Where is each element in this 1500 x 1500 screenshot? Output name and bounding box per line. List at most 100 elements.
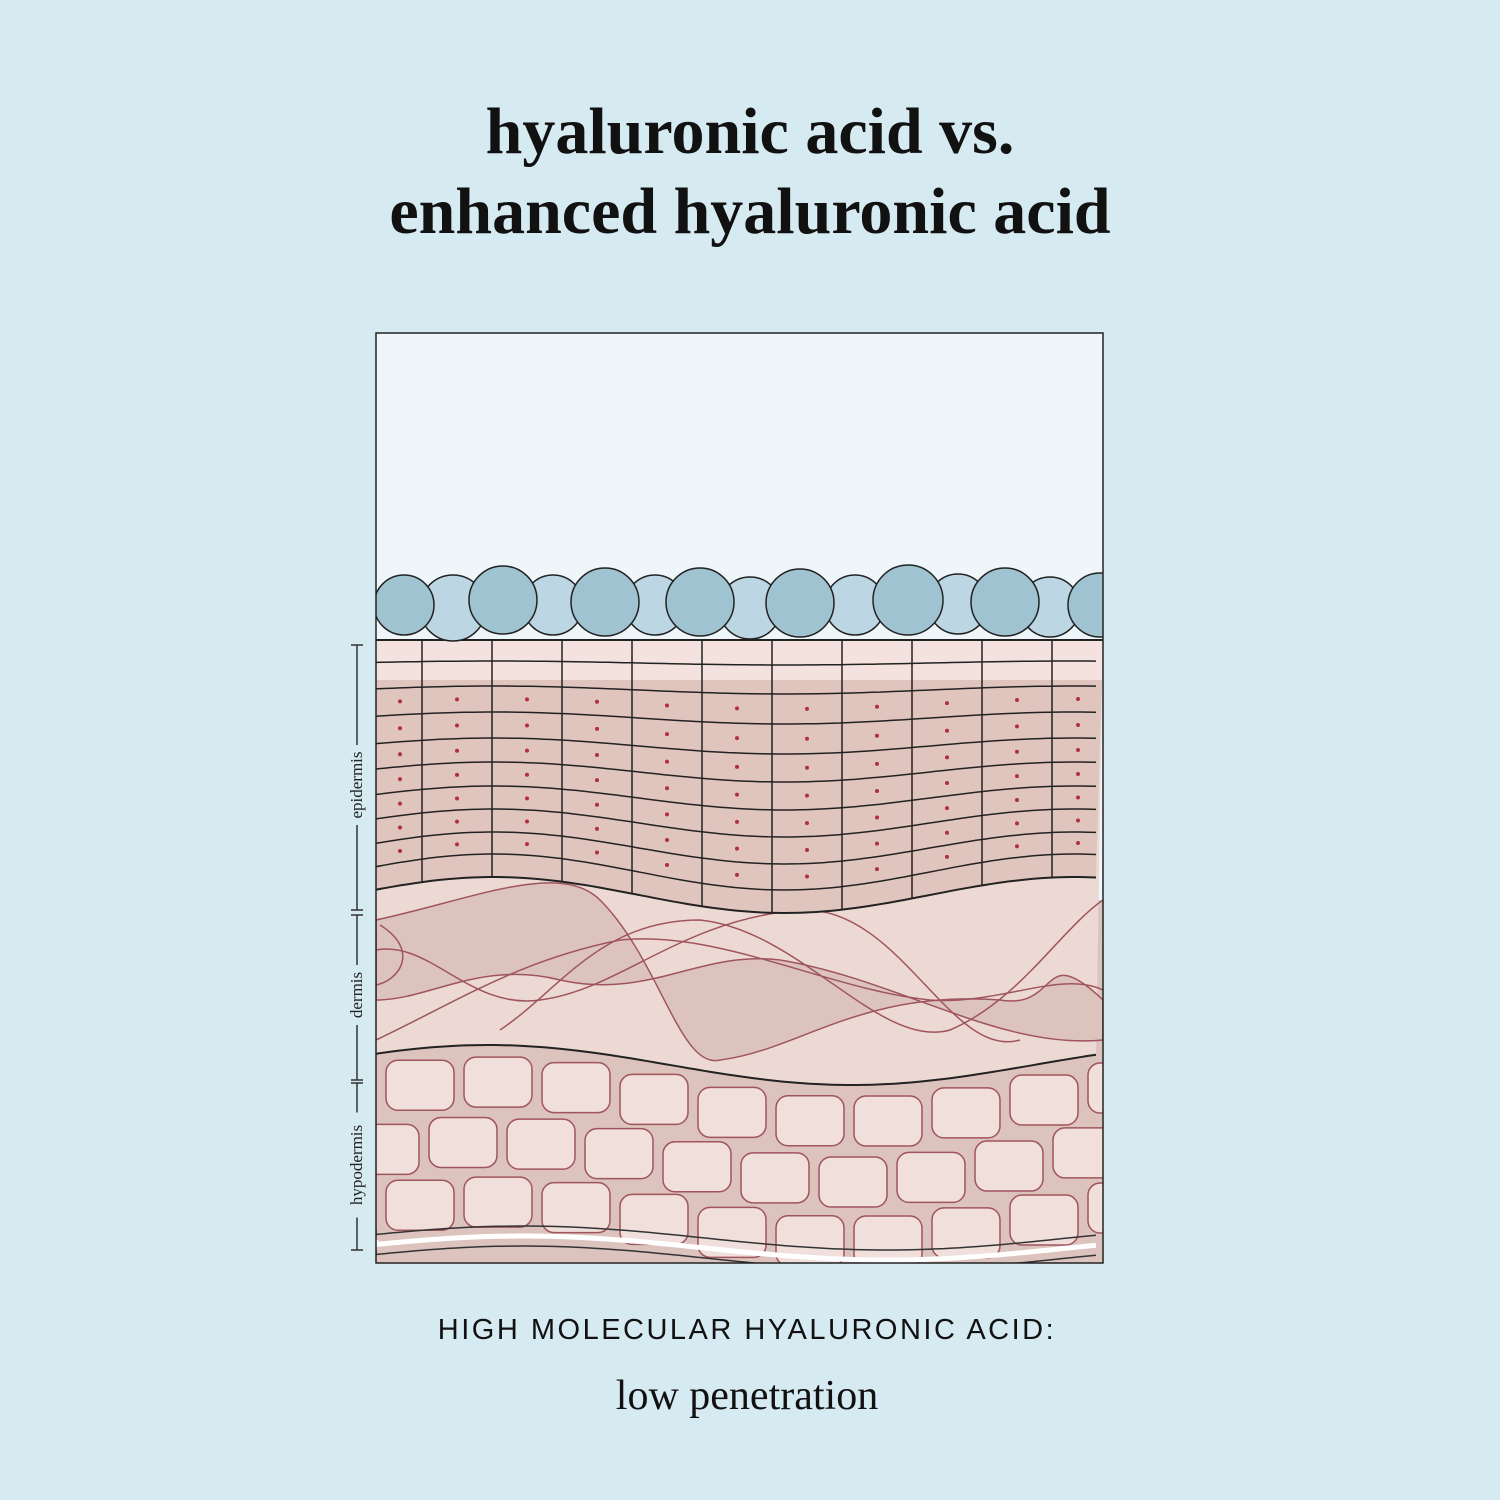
cell-nucleus bbox=[1076, 697, 1080, 702]
cell-nucleus bbox=[945, 854, 949, 859]
cell-nucleus bbox=[398, 801, 402, 806]
caption-subtext: low penetration bbox=[615, 1373, 879, 1419]
cell-nucleus bbox=[805, 706, 809, 711]
cell-nucleus bbox=[1015, 797, 1019, 802]
cell-nucleus bbox=[1076, 841, 1080, 846]
cell-nucleus bbox=[665, 812, 669, 817]
collagen-fiber bbox=[376, 938, 1103, 1041]
label-hypodermis: hypodermis bbox=[347, 1125, 366, 1205]
fat-cell bbox=[974, 1140, 1044, 1192]
cell-nucleus bbox=[398, 825, 402, 830]
fat-cell bbox=[853, 1215, 923, 1263]
hyaluronic-acid-molecule bbox=[376, 574, 435, 636]
subcutaneous-stripe bbox=[376, 1245, 1097, 1263]
cell-nucleus bbox=[398, 848, 402, 853]
cell-nucleus bbox=[805, 874, 809, 879]
cell-nucleus bbox=[665, 786, 669, 791]
diagram-frame bbox=[375, 332, 1104, 1264]
cell-nucleus bbox=[525, 697, 529, 702]
fat-cell bbox=[697, 1086, 767, 1139]
cell-nucleus bbox=[455, 842, 459, 847]
page-title: hyaluronic acid vs. enhanced hyaluronic … bbox=[0, 92, 1500, 252]
label-gap bbox=[348, 1112, 368, 1218]
cell-nucleus bbox=[875, 841, 879, 846]
hyaluronic-acid-molecule bbox=[970, 567, 1040, 637]
cell-nucleus bbox=[665, 837, 669, 842]
hyaluronic-acid-molecule bbox=[872, 564, 944, 636]
cell-nucleus bbox=[665, 759, 669, 764]
cell-nucleus bbox=[595, 726, 599, 731]
cell-nucleus bbox=[525, 723, 529, 728]
cell-nucleus bbox=[525, 748, 529, 753]
fat-cell bbox=[619, 1193, 689, 1246]
cell-nucleus bbox=[1076, 723, 1080, 728]
cell-nucleus bbox=[805, 765, 809, 770]
label-epidermis: epidermis bbox=[347, 751, 366, 818]
cell-nucleus bbox=[1076, 818, 1080, 823]
cell-nucleus bbox=[1076, 772, 1080, 777]
fat-cell bbox=[541, 1061, 611, 1114]
cell-row-line bbox=[376, 853, 1097, 891]
cell-nucleus bbox=[735, 872, 739, 877]
cell-row-line bbox=[376, 737, 1097, 755]
fat-cell bbox=[853, 1095, 923, 1147]
epidermis-area bbox=[376, 640, 1103, 913]
epidermis-boundary bbox=[376, 876, 1097, 915]
dermis-boundary bbox=[376, 1044, 1097, 1086]
cell-nucleus bbox=[735, 846, 739, 851]
cell-nucleus bbox=[805, 793, 809, 798]
cell-nucleus bbox=[665, 863, 669, 868]
cell-nucleus bbox=[875, 761, 879, 766]
cell-nucleus bbox=[595, 802, 599, 807]
fat-cell bbox=[775, 1215, 845, 1263]
collagen-fiber bbox=[499, 899, 1103, 1033]
cell-nucleus bbox=[595, 753, 599, 758]
label-gap bbox=[348, 745, 368, 825]
caption-heading: HIGH MOLECULAR HYALURONIC ACID: bbox=[437, 1314, 1057, 1346]
cell-nucleus bbox=[945, 701, 949, 706]
fat-cell bbox=[818, 1156, 888, 1208]
cell-nucleus bbox=[1076, 748, 1080, 753]
cell-nucleus bbox=[1015, 821, 1019, 826]
title-line-1: hyaluronic acid vs. bbox=[485, 95, 1015, 168]
hyaluronic-acid-molecule bbox=[1067, 572, 1103, 638]
cell-nucleus bbox=[525, 796, 529, 801]
cell-nucleus bbox=[945, 806, 949, 811]
cell-nucleus bbox=[875, 788, 879, 793]
fat-cell bbox=[740, 1152, 810, 1204]
cell-nucleus bbox=[595, 826, 599, 831]
cell-nucleus bbox=[665, 732, 669, 737]
collagen-band bbox=[376, 882, 1103, 1062]
fat-cell bbox=[1087, 1062, 1103, 1114]
cell-nucleus bbox=[398, 699, 402, 704]
cell-nucleus bbox=[1015, 774, 1019, 779]
hyaluronic-acid-molecule bbox=[665, 567, 735, 637]
cell-nucleus bbox=[735, 706, 739, 711]
fat-cell bbox=[463, 1176, 533, 1228]
cell-row-line bbox=[376, 761, 1097, 783]
fat-cell bbox=[584, 1127, 654, 1180]
cell-nucleus bbox=[398, 726, 402, 731]
fat-cell bbox=[376, 1123, 420, 1176]
fat-cell bbox=[662, 1141, 732, 1193]
title-line-2: enhanced hyaluronic acid bbox=[389, 175, 1111, 248]
fat-cell bbox=[1052, 1127, 1103, 1179]
cell-nucleus bbox=[1076, 795, 1080, 800]
cell-nucleus bbox=[805, 821, 809, 826]
cell-row-line bbox=[376, 831, 1097, 865]
label-dermis: dermis bbox=[347, 972, 366, 1018]
cell-nucleus bbox=[875, 815, 879, 820]
cell-nucleus bbox=[735, 764, 739, 769]
cell-row-line bbox=[376, 711, 1097, 725]
cell-nucleus bbox=[455, 772, 459, 777]
cell-row-line bbox=[376, 685, 1097, 695]
cell-nucleus bbox=[455, 748, 459, 753]
cell-nucleus bbox=[595, 699, 599, 704]
hyaluronic-acid-molecule bbox=[570, 567, 640, 637]
fat-cell bbox=[385, 1059, 455, 1112]
fat-cell bbox=[896, 1151, 966, 1204]
cell-nucleus bbox=[1015, 697, 1019, 702]
cell-nucleus bbox=[945, 728, 949, 733]
cell-nucleus bbox=[525, 842, 529, 847]
